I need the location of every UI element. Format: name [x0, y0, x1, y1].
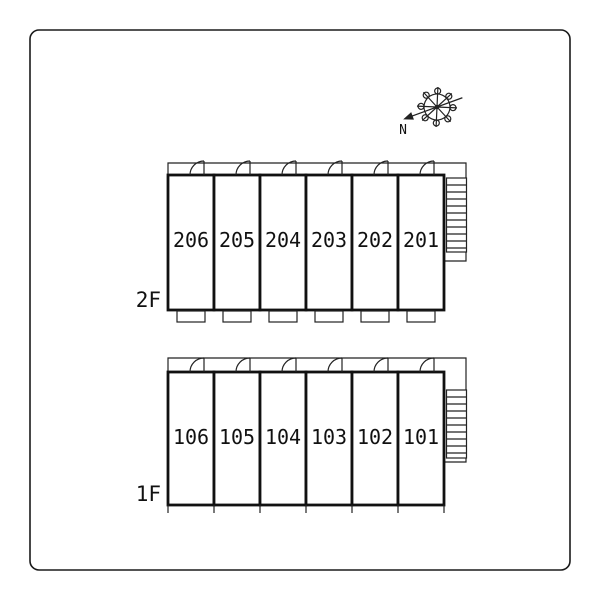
door-icon — [235, 357, 251, 373]
balcony — [406, 310, 436, 323]
unit-106 — [166, 370, 216, 507]
unit-102 — [350, 370, 400, 507]
unit-103 — [304, 370, 354, 507]
stairs-icon-1f — [445, 389, 468, 459]
balcony — [268, 310, 298, 323]
corridor-outline-2f — [167, 162, 467, 262]
unit-105 — [212, 370, 262, 507]
unit-number: 103 — [311, 425, 347, 449]
unit-number: 104 — [265, 425, 301, 449]
balconies-2f — [176, 310, 436, 323]
floor-label-1f: 1F — [136, 482, 161, 506]
unit-number: 102 — [357, 425, 393, 449]
floor-label-2f: 2F — [136, 288, 161, 312]
compass-icon: N — [399, 86, 463, 138]
corridor-outline-1f — [167, 357, 467, 463]
compass-spokes — [416, 86, 458, 128]
unit-number: 101 — [403, 425, 439, 449]
door-icon — [327, 357, 343, 373]
unit-number: 106 — [173, 425, 209, 449]
north-arrow-head-icon — [403, 112, 414, 120]
compass-wheel — [403, 86, 463, 128]
floor-2f-plan: 206 205 204 203 202 201 2F — [136, 160, 468, 323]
unit-number: 205 — [219, 228, 255, 252]
door-icon — [373, 160, 389, 176]
door-icon — [419, 357, 435, 373]
floor-1f-plan: 106 105 104 103 102 101 1F — [136, 357, 468, 513]
north-arrow-shaft — [410, 97, 463, 118]
stairs-icon-2f — [445, 177, 468, 253]
unit-number: 105 — [219, 425, 255, 449]
balcony — [360, 310, 390, 323]
door-icon — [373, 357, 389, 373]
balcony — [222, 310, 252, 323]
door-icon — [189, 160, 205, 176]
door-icon — [235, 160, 251, 176]
door-icons-2f — [189, 160, 435, 176]
compass-scallops — [417, 87, 457, 127]
unit-201 — [396, 173, 446, 312]
unit-number: 201 — [403, 228, 439, 252]
unit-number: 206 — [173, 228, 209, 252]
door-icon — [281, 160, 297, 176]
unit-number: 204 — [265, 228, 301, 252]
unit-number: 203 — [311, 228, 347, 252]
door-icon — [419, 160, 435, 176]
border-frame — [29, 29, 571, 571]
wall-stubs-1f — [167, 505, 445, 513]
door-icons-1f — [189, 357, 435, 373]
balcony — [176, 310, 206, 323]
balcony — [314, 310, 344, 323]
unit-203 — [304, 173, 354, 312]
unit-101 — [396, 370, 446, 507]
door-icon — [281, 357, 297, 373]
unit-104 — [258, 370, 308, 507]
unit-number: 202 — [357, 228, 393, 252]
unit-202 — [350, 173, 400, 312]
door-icon — [327, 160, 343, 176]
compass-north-label: N — [399, 123, 407, 138]
door-icon — [189, 357, 205, 373]
